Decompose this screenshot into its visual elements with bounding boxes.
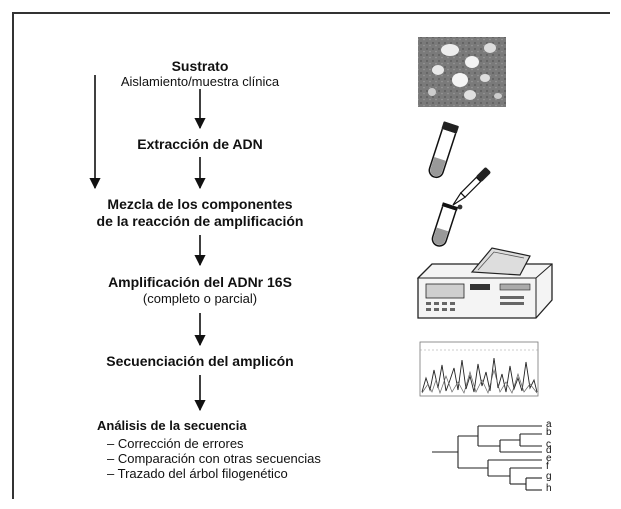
analysis-item-error-correction: – Corrección de errores <box>107 436 244 451</box>
step-mix-line2: de la reacción de amplificación <box>96 213 304 229</box>
step-mix-line1: Mezcla de los componentes <box>107 196 293 212</box>
dropper-and-tube-icon <box>431 167 491 247</box>
tree-leaf-label: f <box>546 461 549 472</box>
test-tube-icon <box>428 121 459 179</box>
step-substrate-title: Sustrato <box>171 58 229 74</box>
tree-leaf-label: g <box>546 471 552 482</box>
tree-leaf-label: h <box>546 483 552 494</box>
tree-leaf-label: c <box>546 439 551 450</box>
phylogenetic-tree-icon <box>432 425 542 491</box>
culture-plate-photo-icon <box>418 37 506 107</box>
tree-leaf-label: a <box>546 419 552 430</box>
analysis-item-tree-building: – Trazado del árbol filogenético <box>107 466 288 481</box>
step-analysis-title: Análisis de la secuencia <box>97 418 247 433</box>
chromatogram-icon <box>419 341 539 397</box>
step-amplification-title: Amplificación del ADNr 16S <box>108 274 292 290</box>
thermocycler-icon <box>416 247 553 319</box>
tree-leaf-label: e <box>546 453 552 464</box>
step-amplification-subtitle: (completo o parcial) <box>142 291 258 306</box>
tree-leaf-label: d <box>546 445 552 456</box>
tree-leaf-label: b <box>546 427 552 438</box>
step-substrate-subtitle: Aislamiento/muestra clínica <box>120 74 280 89</box>
figure-frame <box>12 12 610 499</box>
step-sequencing: Secuenciación del amplicón <box>106 353 294 369</box>
step-dna-extraction: Extracción de ADN <box>137 136 263 152</box>
analysis-item-comparison: – Comparación con otras secuencias <box>107 451 321 466</box>
